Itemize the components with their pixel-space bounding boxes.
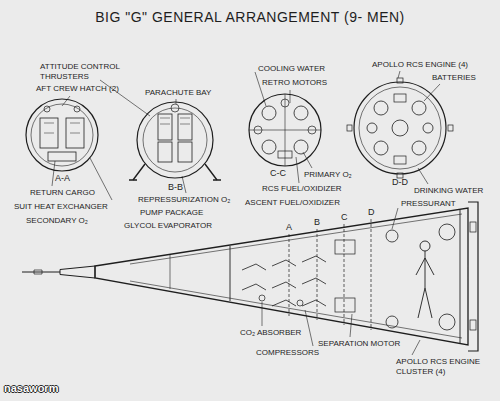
part-label: PARACHUTE BAY [145, 88, 211, 98]
part-label: SECONDARY O₂ [26, 216, 88, 226]
part-label: APOLLO RCS ENGINE CLUSTER (4) [396, 357, 488, 376]
section-marker: C [341, 212, 348, 223]
part-label: SUIT HEAT EXCHANGER [14, 202, 108, 212]
section-c-c [249, 94, 321, 166]
watermark: nasaworm [4, 382, 58, 395]
part-label: RCS FUEL/OXIDIZER [262, 184, 342, 194]
part-label: BATTERIES [432, 73, 476, 83]
part-label: REPRESSURIZATION O₂ [138, 195, 230, 205]
part-label: COMPRESSORS [256, 348, 319, 358]
section-label: D-D [392, 177, 408, 188]
section-label: B-B [168, 182, 183, 193]
part-label: RETURN CARGO [30, 188, 95, 198]
leader-lines [52, 71, 440, 355]
part-label: RETRO MOTORS [262, 78, 327, 88]
part-label: SEPARATION MOTOR [318, 339, 400, 349]
section-label: C-C [270, 168, 286, 179]
section-d-d [347, 78, 453, 178]
part-label: ASCENT FUEL/OXIDIZER [245, 198, 340, 208]
section-a-a [26, 99, 98, 171]
diagram-title: BIG "G" GENERAL ARRANGEMENT (9- MEN) [90, 8, 410, 26]
part-label: PRESSURANT [400, 199, 457, 209]
section-marker: A [286, 222, 292, 233]
section-label: A-A [55, 173, 70, 184]
section-marker: B [314, 217, 320, 228]
part-label: DRINKING WATER [414, 186, 483, 196]
part-label: ATTITUDE CONTROL THRUSTERS [40, 62, 132, 81]
side-view [22, 202, 478, 351]
part-label: APOLLO RCS ENGINE (4) [372, 60, 468, 70]
part-label: AFT CREW HATCH (2) [36, 84, 119, 94]
part-label: PUMP PACKAGE [140, 208, 203, 218]
part-label: PRIMARY O₂ [304, 170, 352, 180]
part-label: GLYCOL EVAPORATOR [124, 221, 212, 231]
part-label: COOLING WATER [258, 64, 325, 74]
part-label: CO₂ ABSORBER [240, 328, 301, 338]
section-b-b [129, 102, 221, 180]
section-marker: D [368, 207, 375, 218]
